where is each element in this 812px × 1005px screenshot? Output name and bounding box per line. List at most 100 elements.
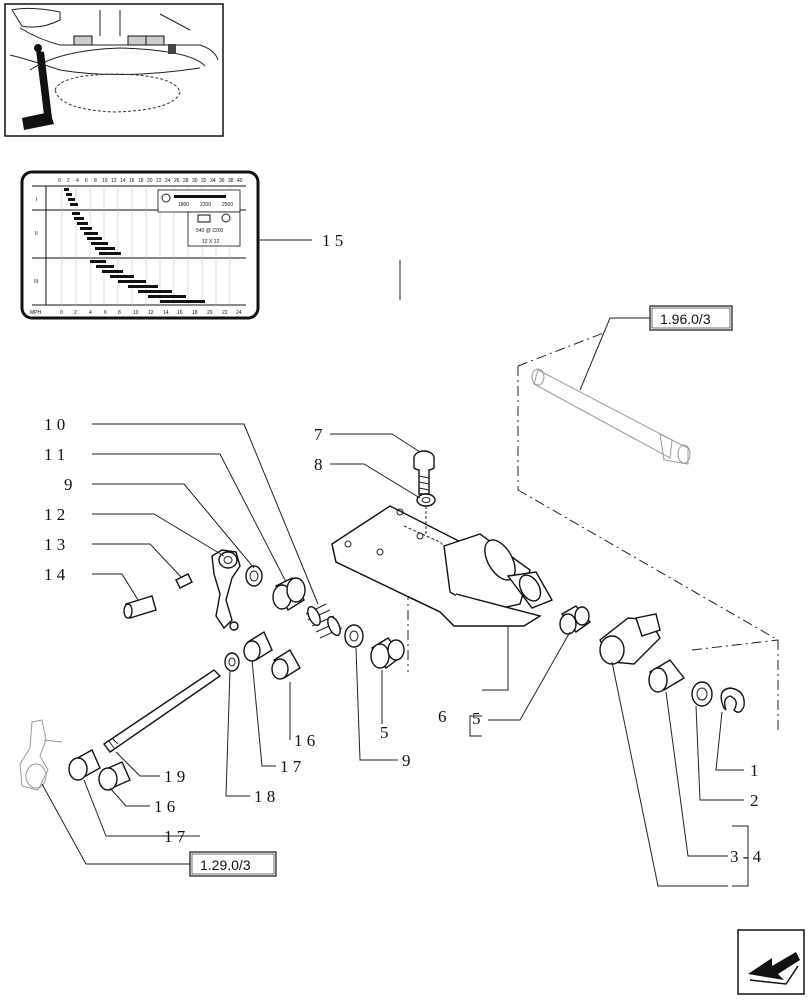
bottom-tick: 24 — [236, 310, 242, 316]
bush-17-lower — [68, 749, 101, 781]
tyre-dims: 12 X 12 — [202, 239, 219, 245]
top-tick: 40 — [237, 178, 243, 184]
callout-16: 1 6 — [294, 731, 315, 750]
washer-18 — [224, 652, 240, 672]
top-tick: 22 — [156, 178, 162, 184]
spring-10 — [305, 603, 343, 639]
callout-15: 1 5 — [322, 231, 343, 250]
top-tick: 14 — [120, 178, 126, 184]
bottom-unit: MPH — [30, 310, 42, 316]
top-tick: 8 — [94, 178, 97, 184]
bottom-tick: 6 — [104, 310, 107, 316]
callout-17: 1 7 — [164, 827, 186, 846]
washer-8 — [416, 493, 436, 507]
speed-chart-bottom-scale: MPH 0 2 4 6 8 10 12 14 16 18 20 22 24 — [30, 310, 242, 316]
top-tick: 12 — [111, 178, 117, 184]
washer-9-left — [245, 565, 263, 587]
group-label: III — [34, 279, 38, 285]
top-tick: 6 — [85, 178, 88, 184]
next-page-arrow-icon[interactable] — [737, 929, 805, 995]
top-tick: 34 — [210, 178, 216, 184]
callout-3-4: 3 - 4 — [730, 847, 762, 866]
top-tick: 0 — [58, 178, 61, 184]
reference-top-label: 1.96.0/3 — [660, 311, 711, 327]
bottom-tick: 2 — [74, 310, 77, 316]
callout-1: 1 — [750, 761, 759, 780]
top-tick: 16 — [129, 178, 135, 184]
top-tick: 28 — [183, 178, 189, 184]
bottom-tick: 0 — [60, 310, 63, 316]
bottom-tick: 12 — [148, 310, 154, 316]
speed-chart: 0 2 4 6 8 10 12 14 16 18 20 22 24 26 28 … — [20, 170, 260, 320]
group-label: II — [35, 231, 38, 237]
reference-bottom[interactable]: 1.29.0/3 — [189, 851, 277, 877]
cam-3-4 — [599, 613, 661, 665]
bracket-housing — [331, 505, 554, 627]
lever-12 — [211, 549, 241, 631]
callout-12: 1 2 — [44, 505, 65, 524]
top-tick: 18 — [138, 178, 144, 184]
callout-14: 1 4 — [44, 565, 66, 584]
bush-11 — [272, 577, 306, 612]
callout-8: 8 — [314, 455, 323, 474]
callout-11: 1 1 — [44, 445, 65, 464]
top-tick: 2 — [67, 178, 70, 184]
top-tick: 20 — [147, 178, 153, 184]
washer-9-center — [344, 624, 364, 648]
location-inset — [4, 3, 224, 137]
speed-bars — [64, 188, 205, 303]
pin-14 — [123, 595, 157, 619]
bottom-tick: 16 — [177, 310, 183, 316]
top-tick: 36 — [219, 178, 225, 184]
bottom-tick: 10 — [133, 310, 139, 316]
callout-9: 9 — [64, 475, 73, 494]
rpm-label: 2200 — [200, 202, 211, 208]
bottom-tick: 4 — [89, 310, 92, 316]
bottom-tick: 14 — [163, 310, 169, 316]
callout-5: 5 — [472, 709, 481, 728]
top-tick: 32 — [201, 178, 207, 184]
callout-19: 1 9 — [164, 767, 185, 786]
rod-19 — [102, 669, 222, 753]
washer-2 — [691, 681, 713, 707]
bottom-tick: 22 — [222, 310, 228, 316]
pin-13 — [175, 573, 193, 589]
bottom-tick: 20 — [207, 310, 213, 316]
bottom-tick: 8 — [118, 310, 121, 316]
bush-2 — [648, 659, 686, 693]
shaft-ghost — [531, 368, 691, 465]
callout-9: 9 — [402, 751, 411, 770]
bolt-7 — [413, 450, 435, 495]
callout-2: 2 — [750, 791, 759, 810]
top-tick: 10 — [102, 178, 108, 184]
bush-17-upper — [243, 630, 273, 662]
group-label: I — [36, 197, 37, 203]
lever-ghost — [19, 719, 63, 791]
callout-16: 1 6 — [154, 797, 175, 816]
callout-6: 6 — [438, 707, 447, 726]
bush-16-upper — [271, 649, 301, 680]
callout-5: 5 — [380, 723, 389, 742]
top-tick: 24 — [165, 178, 171, 184]
callout-18: 1 8 — [254, 787, 275, 806]
bottom-tick: 18 — [192, 310, 198, 316]
bush-5-right — [559, 605, 592, 635]
top-tick: 38 — [228, 178, 234, 184]
top-tick: 4 — [76, 178, 79, 184]
leader-lines — [41, 239, 749, 887]
rpm-legend: 1800 2200 2500 540 @ 2200 12 X 12 — [157, 189, 241, 247]
callout-17: 1 7 — [280, 757, 302, 776]
callout-13: 1 3 — [44, 535, 65, 554]
reference-bottom-label: 1.29.0/3 — [200, 857, 251, 873]
reference-top[interactable]: 1.96.0/3 — [649, 305, 733, 331]
top-tick: 30 — [192, 178, 198, 184]
rpm-label: 2500 — [222, 202, 233, 208]
tyre-size: 540 @ 2200 — [196, 228, 224, 234]
rpm-label: 1800 — [178, 202, 189, 208]
top-tick: 26 — [174, 178, 180, 184]
speed-chart-top-scale: 0 2 4 6 8 10 12 14 16 18 20 22 24 26 28 … — [58, 178, 243, 184]
callout-10: 1 0 — [44, 415, 65, 434]
callout-7: 7 — [314, 425, 323, 444]
bush-5-center — [370, 637, 405, 669]
